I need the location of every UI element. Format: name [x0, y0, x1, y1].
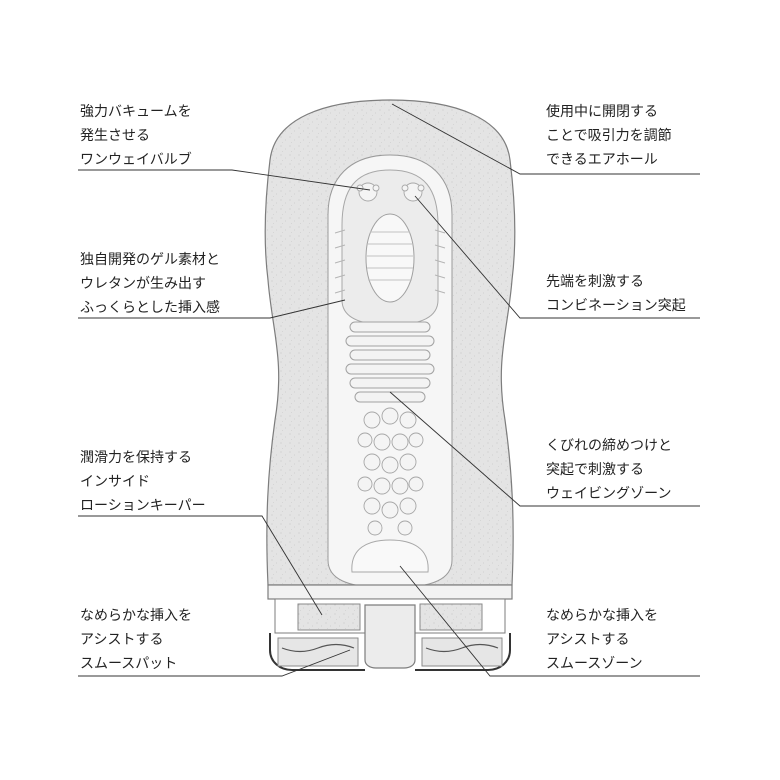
waving-zone-rings — [345, 321, 435, 403]
callout-line: できるエアホール — [546, 152, 658, 168]
callout-line: 突起で刺激する — [546, 462, 644, 478]
callout-line: 発生させる — [80, 128, 150, 144]
callout-line: 先端を刺激する — [546, 274, 644, 290]
leader-vacuum-valve — [78, 169, 371, 191]
callout-line: コンビネーション突起 — [546, 298, 686, 314]
callout-line: なめらかな挿入を — [546, 608, 658, 624]
callout-air-hole: 使用中に開閉する ことで吸引力を調節 できるエアホール — [546, 100, 672, 172]
leader-lines — [78, 103, 700, 677]
leader-smooth-zone — [399, 565, 700, 677]
callout-line: ウレタンが生み出す — [80, 276, 206, 292]
callout-line: 強力バキュームを — [80, 104, 192, 120]
callout-line: スムースゾーン — [546, 656, 643, 672]
leader-lotion-keeper — [78, 515, 323, 616]
bumpy-zone — [357, 407, 424, 536]
leader-air-hole — [391, 103, 700, 175]
callout-smooth-pad: なめらかな挿入を アシストする スムースパット — [80, 604, 192, 676]
callout-line: 独自開発のゲル素材と — [80, 252, 220, 268]
callout-line: アシストする — [80, 632, 164, 648]
callout-line: くびれの締めつけと — [546, 438, 672, 454]
smooth-zone — [351, 539, 429, 573]
callout-smooth-zone: なめらかな挿入を アシストする スムースゾーン — [546, 604, 658, 676]
base-assembly — [267, 584, 513, 671]
callout-line: ローションキーパー — [80, 498, 206, 514]
leader-waving-zone — [389, 391, 700, 507]
callout-line: 使用中に開閉する — [546, 104, 658, 120]
callout-waving-zone: くびれの締めつけと 突起で刺激する ウェイビングゾーン — [546, 434, 672, 506]
callout-line: ワンウェイバルブ — [80, 152, 192, 168]
callout-lotion-keeper: 潤滑力を保持する インサイド ローションキーパー — [80, 446, 206, 518]
callout-line: スムースパット — [80, 656, 178, 672]
callout-line: ことで吸引力を調節 — [546, 128, 672, 144]
leader-smooth-pad — [78, 649, 351, 677]
callout-vacuum-valve: 強力バキュームを 発生させる ワンウェイバルブ — [80, 100, 192, 172]
callout-line: ウェイビングゾーン — [546, 486, 672, 502]
leader-gel-material — [78, 299, 346, 319]
callout-line: 潤滑力を保持する — [80, 450, 192, 466]
callout-line: なめらかな挿入を — [80, 608, 192, 624]
callout-line: ふっくらとした挿入感 — [80, 300, 220, 316]
callout-line: インサイド — [80, 474, 150, 490]
center-oval — [365, 213, 415, 303]
callout-gel-material: 独自開発のゲル素材と ウレタンが生み出す ふっくらとした挿入感 — [80, 248, 220, 320]
tip-ridges — [334, 229, 446, 294]
callout-line: アシストする — [546, 632, 630, 648]
callout-tip-bumps: 先端を刺激する コンビネーション突起 — [546, 270, 686, 318]
leader-tip-bumps — [414, 195, 700, 319]
tip-bumps — [356, 182, 425, 202]
